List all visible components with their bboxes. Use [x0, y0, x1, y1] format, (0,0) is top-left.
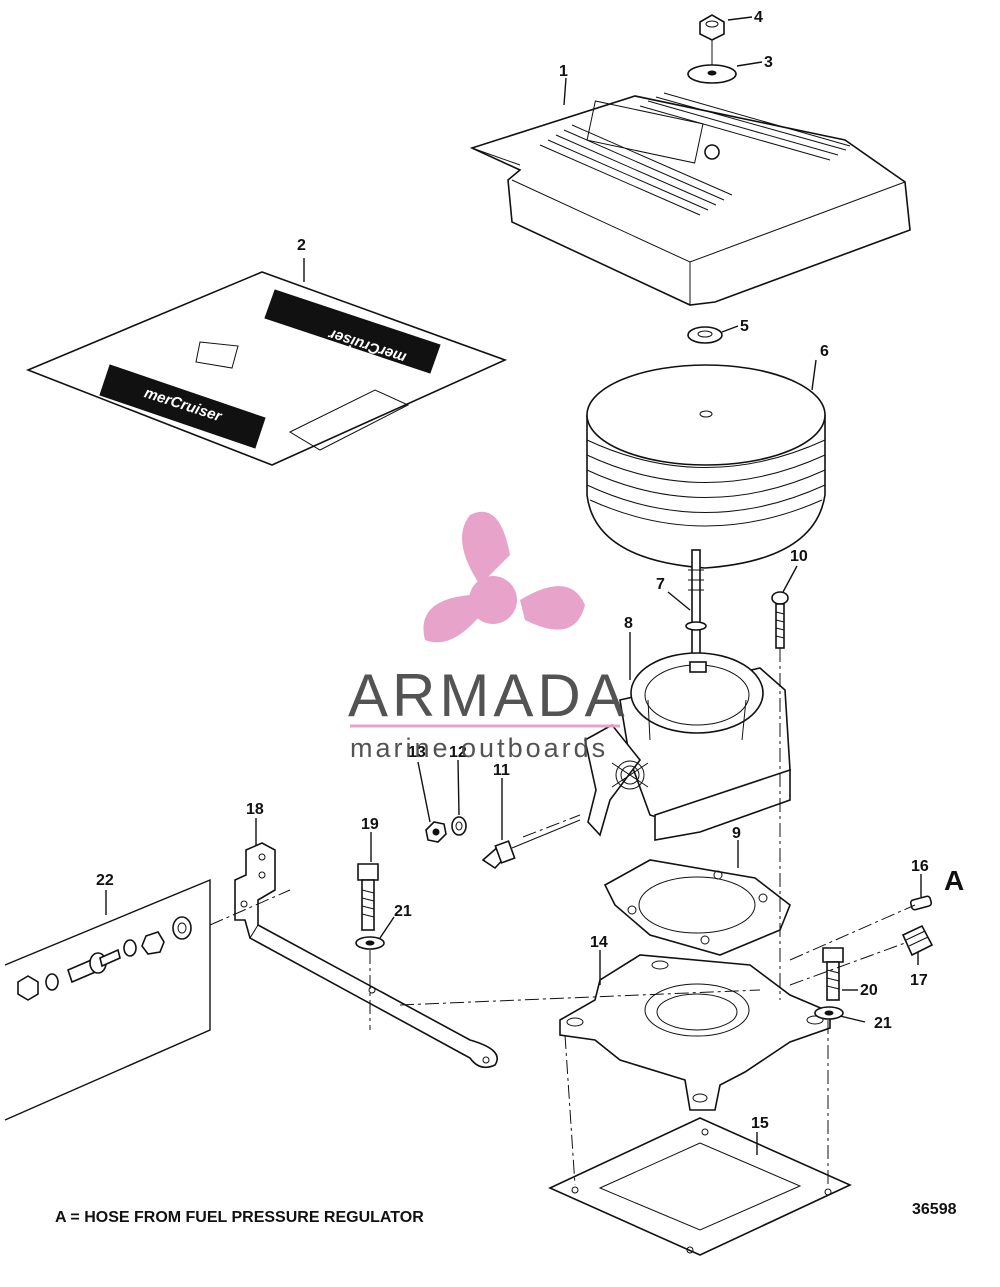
callout-22: 22 — [96, 872, 114, 889]
callout-10: 10 — [790, 548, 808, 565]
grommet — [687, 326, 723, 344]
cover-washer — [687, 64, 737, 84]
throttle-body — [584, 652, 791, 841]
watermark: ARMADA marine outboards — [348, 511, 629, 763]
callout-14: 14 — [590, 934, 608, 951]
bolt-left — [357, 863, 379, 931]
base-gasket — [548, 1117, 852, 1256]
washer-small — [451, 816, 467, 836]
callout-11: 11 — [493, 762, 510, 779]
flame-arrestor-cover — [469, 92, 911, 306]
stud — [685, 549, 707, 659]
flame-arrestor — [586, 364, 826, 569]
decal-sheet: merCruiser merCruiser — [25, 271, 508, 466]
letter-marker-a: A — [944, 865, 964, 896]
callout-15: 15 — [751, 1115, 769, 1132]
callout-20: 20 — [860, 982, 878, 999]
callout-17: 17 — [910, 972, 928, 989]
callout-leader-lines — [105, 16, 922, 1155]
carburetor-adapter — [559, 954, 831, 1111]
callout-21-left: 21 — [394, 903, 412, 920]
callout-7: 7 — [656, 576, 665, 593]
screw — [771, 591, 789, 649]
cover-nut — [699, 14, 725, 41]
callout-16: 16 — [911, 858, 929, 875]
throttle-body-gasket — [603, 859, 791, 956]
propeller-icon — [423, 511, 585, 643]
watermark-tagline: marine outboards — [350, 733, 608, 763]
washer-right — [814, 1006, 844, 1020]
callout-19: 19 — [361, 816, 379, 833]
callout-3: 3 — [764, 54, 773, 71]
callout-2: 2 — [297, 237, 306, 254]
callout-8: 8 — [624, 615, 633, 632]
callout-1: 1 — [559, 63, 568, 80]
watermark-brand: ARMADA — [348, 662, 629, 729]
callout-21-right: 21 — [874, 1015, 892, 1032]
callout-6: 6 — [820, 343, 829, 360]
figure-number: 36598 — [912, 1201, 957, 1218]
callout-9: 9 — [732, 825, 741, 842]
pipe-plug-large — [901, 924, 934, 957]
footnote: A = HOSE FROM FUEL PRESSURE REGULATOR — [55, 1209, 424, 1226]
pipe-plug-small — [909, 895, 933, 911]
callout-4: 4 — [754, 9, 763, 26]
bolt-right — [822, 947, 844, 1001]
hex-nut-small — [425, 821, 447, 843]
assembly-centerlines — [209, 648, 916, 1186]
callout-5: 5 — [740, 318, 749, 335]
fitting-kit — [4, 878, 211, 1121]
callout-13: 13 — [408, 744, 426, 761]
throttle-bracket — [234, 842, 498, 1069]
fitting — [481, 819, 581, 870]
decal-stripe-lower: merCruiser — [99, 364, 266, 449]
callout-12: 12 — [449, 744, 467, 761]
callout-18: 18 — [246, 801, 264, 818]
washer-left — [355, 936, 385, 950]
callout-numbers: 1 2 3 4 5 6 7 8 9 10 11 12 13 14 15 16 1… — [96, 9, 964, 1132]
